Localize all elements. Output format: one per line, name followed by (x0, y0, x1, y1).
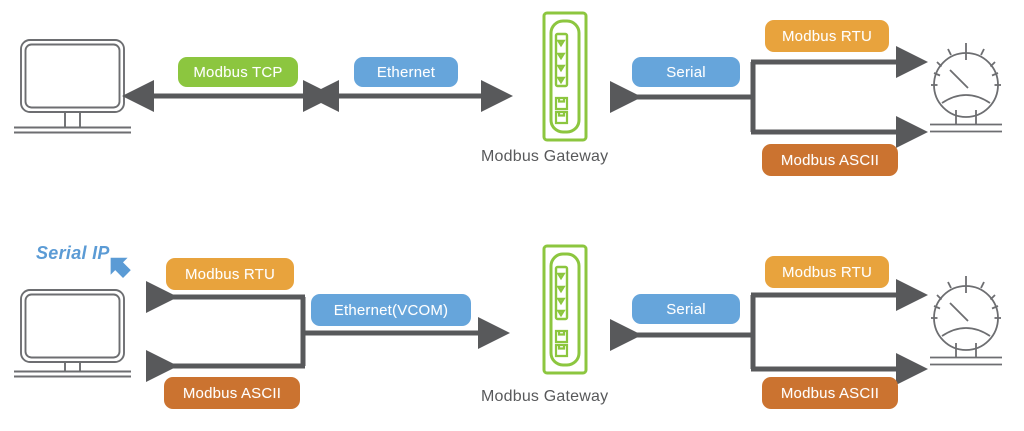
branch-fork-bottom-left (145, 281, 306, 383)
caption-modbus-gateway-bottom: Modbus Gateway (481, 388, 609, 405)
monitor-icon (14, 289, 131, 378)
branch-fork-top (750, 45, 928, 148)
label-modbus-rtu-upper[interactable]: Modbus RTU (765, 20, 889, 52)
gateway-ethernet-ports (554, 329, 569, 358)
label-modbus-rtu-upper-bottom[interactable]: Modbus RTU (765, 256, 889, 288)
callout-serial-ip: Serial IP (36, 243, 110, 263)
label-modbus-rtu-left[interactable]: Modbus RTU (166, 258, 294, 290)
label-ethernet[interactable]: Ethernet (354, 57, 458, 87)
label-ethernet-vcom[interactable]: Ethernet(VCOM) (311, 294, 471, 326)
gateway-terminal-block (554, 32, 569, 88)
monitor-icon (14, 39, 131, 134)
label-serial[interactable]: Serial (632, 57, 740, 87)
gateway-ethernet-ports (554, 96, 569, 125)
gauge-icon (930, 276, 1002, 366)
label-modbus-ascii-lower-bottom[interactable]: Modbus ASCII (762, 377, 898, 409)
branch-fork-bottom-right (750, 278, 928, 385)
gateway-icon (542, 11, 588, 142)
caption-modbus-gateway-top: Modbus Gateway (481, 148, 609, 165)
serial-ip-arrow-icon (110, 257, 131, 278)
label-serial-bottom[interactable]: Serial (632, 294, 740, 324)
gateway-terminal-block (554, 265, 569, 321)
label-modbus-tcp[interactable]: Modbus TCP (178, 57, 298, 87)
label-modbus-ascii-left[interactable]: Modbus ASCII (164, 377, 300, 409)
gateway-icon (542, 244, 588, 375)
gauge-icon (930, 43, 1002, 133)
label-modbus-ascii-lower[interactable]: Modbus ASCII (762, 144, 898, 176)
